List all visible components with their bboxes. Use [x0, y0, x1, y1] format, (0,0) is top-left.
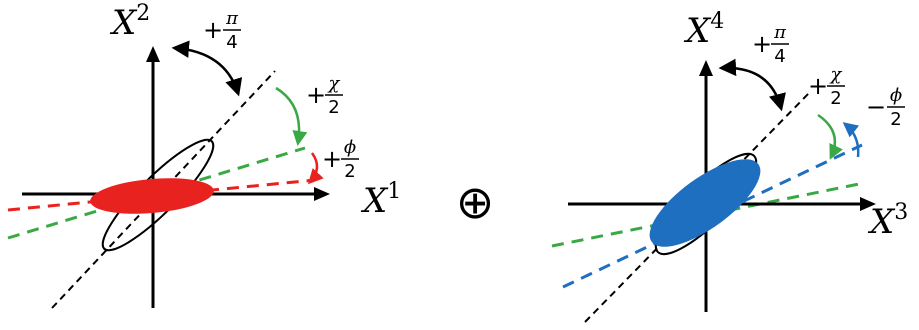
right-phi-rotation-arc	[842, 122, 860, 158]
direct-sum-symbol: ⊕	[456, 175, 495, 229]
svg-text:ϕ: ϕ	[890, 85, 902, 106]
svg-text:ϕ: ϕ	[344, 137, 356, 158]
left-pi-rotation-arc	[171, 40, 243, 97]
left-phi-rotation-arc	[307, 152, 324, 185]
svg-text:2: 2	[328, 97, 339, 118]
right-horizontal-axis-label: X3	[867, 200, 908, 242]
left-chi-rotation-arc	[275, 86, 308, 146]
svg-text:χ: χ	[327, 73, 341, 94]
svg-text:4: 4	[226, 32, 237, 53]
left-panel: X2 X1 + π 4 + χ 2 + ϕ 2	[7, 1, 401, 309]
left-phi-half-label: + ϕ 2	[322, 137, 359, 182]
right-vertical-axis-arrowhead	[699, 60, 713, 76]
left-red-ellipse	[90, 178, 214, 214]
right-chi-rotation-arc	[817, 113, 843, 160]
svg-text:π: π	[225, 8, 239, 29]
left-red-dashed-line	[7, 178, 316, 212]
svg-text:2: 2	[890, 109, 901, 130]
left-green-dashed-line	[7, 146, 306, 240]
right-green-dashed-line	[551, 181, 865, 248]
svg-text:+: +	[306, 81, 326, 109]
right-pi-rotation-arc	[718, 58, 786, 112]
left-pi-quarter-label: + π 4	[203, 8, 241, 53]
right-horizontal-axis-arrowhead	[860, 197, 876, 211]
left-vertical-axis-arrowhead	[146, 46, 160, 62]
svg-text:π: π	[773, 22, 787, 43]
left-horizontal-axis-arrowhead	[314, 187, 330, 201]
right-pi-quarter-label: + π 4	[752, 22, 789, 67]
svg-text:+: +	[322, 145, 342, 173]
svg-text:+: +	[752, 30, 772, 58]
right-blue-ellipse	[649, 159, 761, 247]
svg-text:+: +	[808, 72, 828, 100]
svg-text:+: +	[203, 16, 223, 44]
right-panel: X4 X3 + π 4 + χ 2 − ϕ 2	[551, 9, 908, 323]
right-phi-half-label: − ϕ 2	[866, 85, 905, 130]
svg-text:χ: χ	[829, 64, 843, 85]
left-horizontal-axis-label: X1	[360, 179, 401, 221]
svg-text:2: 2	[344, 161, 355, 182]
svg-text:2: 2	[830, 88, 841, 109]
left-vertical-axis-label: X2	[109, 1, 150, 43]
svg-text:4: 4	[774, 46, 785, 67]
right-chi-half-label: + χ 2	[808, 64, 845, 109]
left-chi-half-label: + χ 2	[306, 73, 343, 118]
right-vertical-axis-label: X4	[683, 9, 724, 51]
svg-text:−: −	[866, 93, 886, 121]
